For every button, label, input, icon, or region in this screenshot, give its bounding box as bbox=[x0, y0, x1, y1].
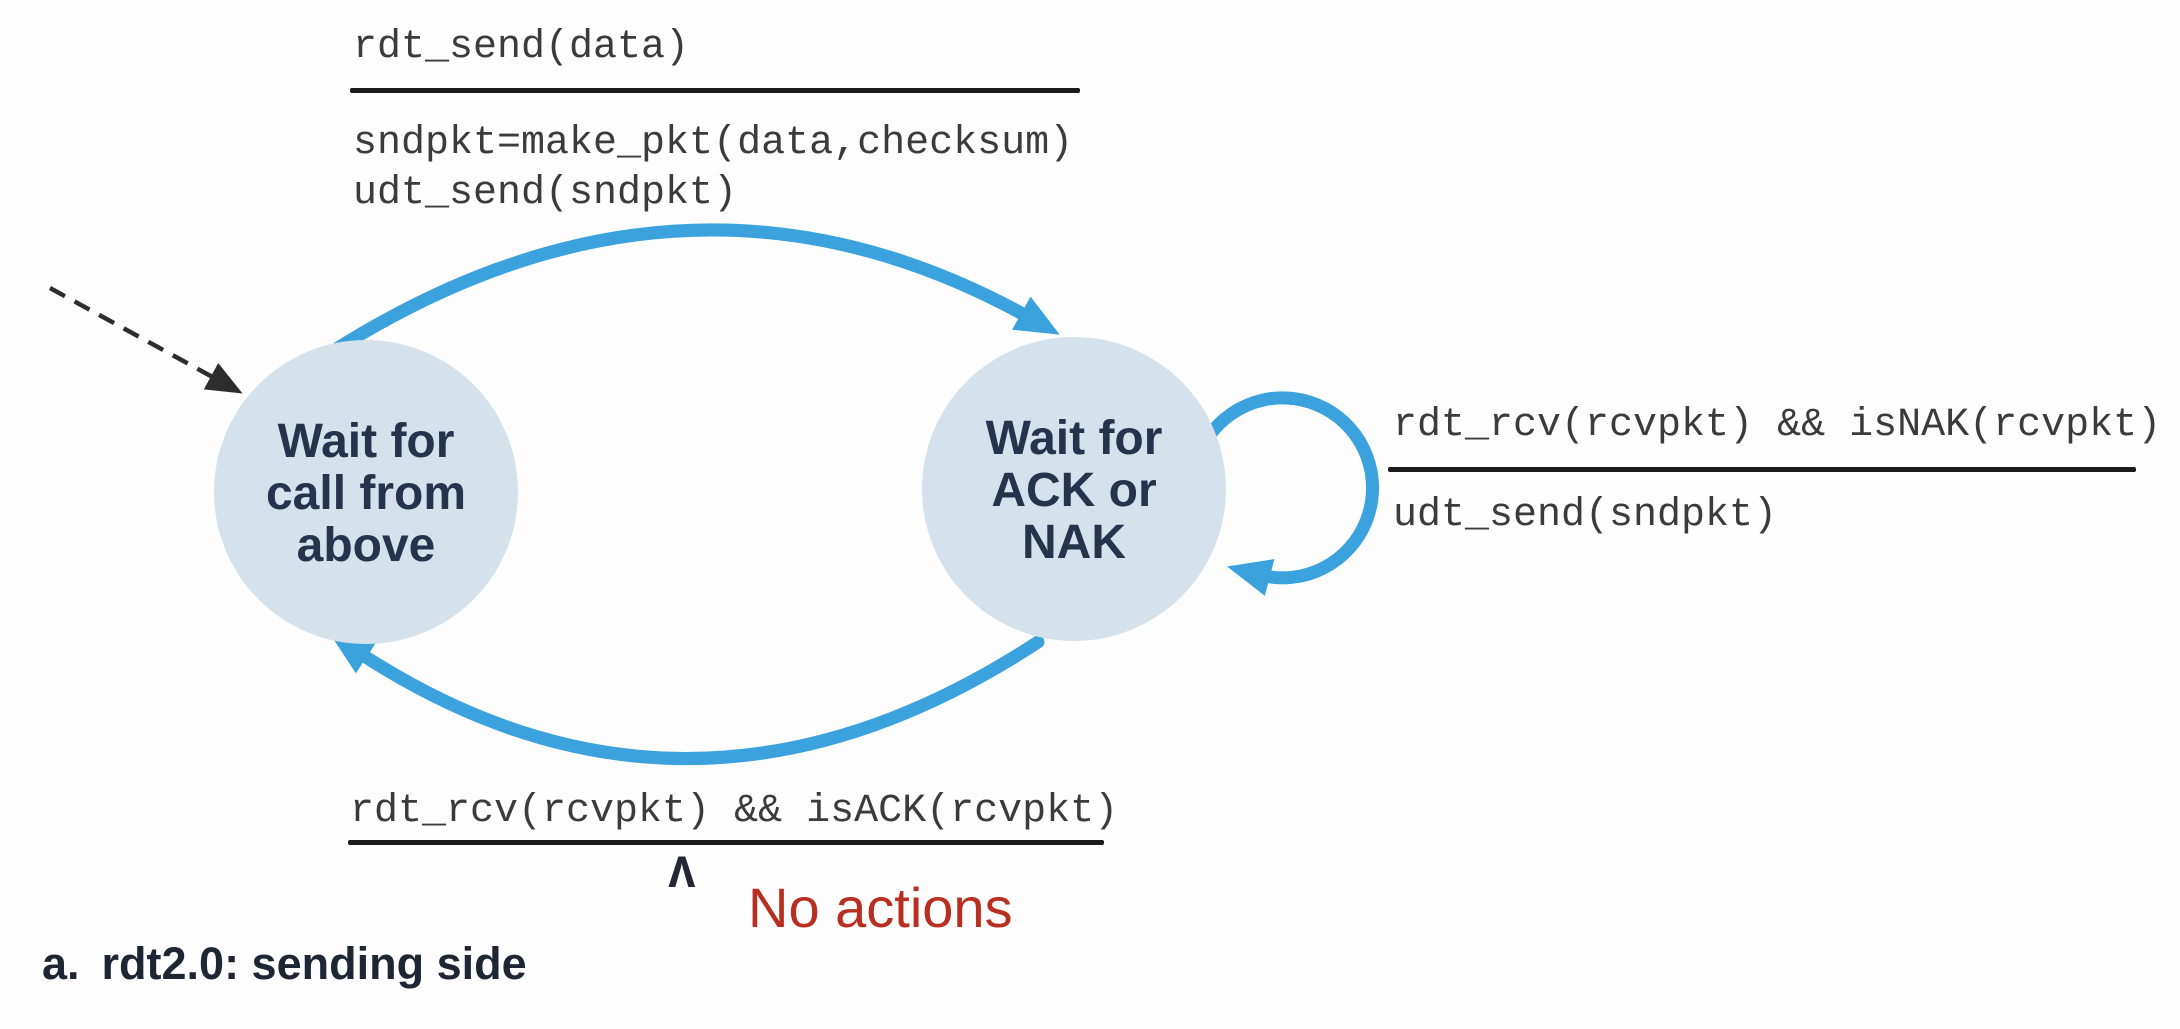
transition-arc-ack bbox=[329, 633, 1045, 765]
send-transition-action-1: sndpkt=make_pkt(data,checksum) bbox=[353, 121, 1074, 166]
no-actions-annotation: No actions bbox=[748, 876, 1013, 939]
state-label-line: NAK bbox=[1022, 516, 1126, 569]
send-transition-event: rdt_send(data) bbox=[353, 25, 690, 70]
state-label-wait-call: Wait for call from above bbox=[216, 416, 516, 572]
send-transition-rule bbox=[350, 88, 1080, 93]
figure-caption: a. rdt2.0: sending side bbox=[42, 938, 527, 990]
state-circle-wait-ack bbox=[922, 337, 1226, 641]
state-label-line: call from bbox=[265, 467, 467, 520]
state-circle-wait-call bbox=[214, 340, 518, 644]
caption-label: a. bbox=[42, 938, 80, 989]
initial-state-dashed-arrow bbox=[48, 286, 243, 394]
state-label-line: Wait for bbox=[985, 412, 1163, 465]
state-label-line: ACK or bbox=[991, 464, 1157, 517]
transition-arc-send bbox=[331, 223, 1060, 355]
nak-loop-event: rdt_rcv(rcvpkt) && isNAK(rcvpkt) bbox=[1393, 403, 2162, 448]
state-label-line: Wait for bbox=[277, 415, 455, 468]
caption-title: rdt2.0: sending side bbox=[101, 938, 527, 989]
nak-loop-rule bbox=[1388, 467, 2136, 472]
send-transition-action-2: udt_send(sndpkt) bbox=[353, 171, 738, 216]
lambda-no-action-symbol: Λ bbox=[668, 849, 696, 901]
nak-loop-action: udt_send(sndpkt) bbox=[1393, 493, 1778, 538]
state-label-line: above bbox=[296, 519, 436, 572]
self-loop-arc-nak bbox=[1202, 391, 1380, 596]
state-label-wait-ack: Wait for ACK or NAK bbox=[924, 413, 1224, 569]
ack-transition-event: rdt_rcv(rcvpkt) && isACK(rcvpkt) bbox=[350, 789, 1119, 834]
ack-transition-rule bbox=[348, 840, 1104, 845]
